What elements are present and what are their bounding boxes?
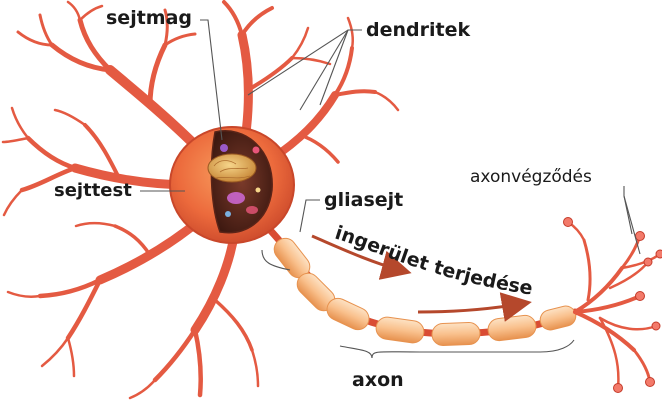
cell-body [170,127,294,243]
axon-terminals-label: axonvégződés [470,167,592,187]
cell-body-label: sejttest [54,180,132,201]
glial-cell-label: gliasejt [324,189,403,211]
nucleus-label: sejtmag [106,7,192,29]
axon-bracket-mid [340,346,372,358]
axon-label: axon [352,369,404,391]
axon-terminals [568,222,660,388]
terminals-leader-2 [624,196,640,254]
dendrites-leader-2 [300,30,348,110]
glial-cell-leader [300,200,320,232]
nucleus-leader [200,20,222,140]
arrow-right-icon [418,304,520,312]
dendrites-label: dendritek [366,19,470,41]
impulse-label: ingerület terjedése [332,222,534,300]
